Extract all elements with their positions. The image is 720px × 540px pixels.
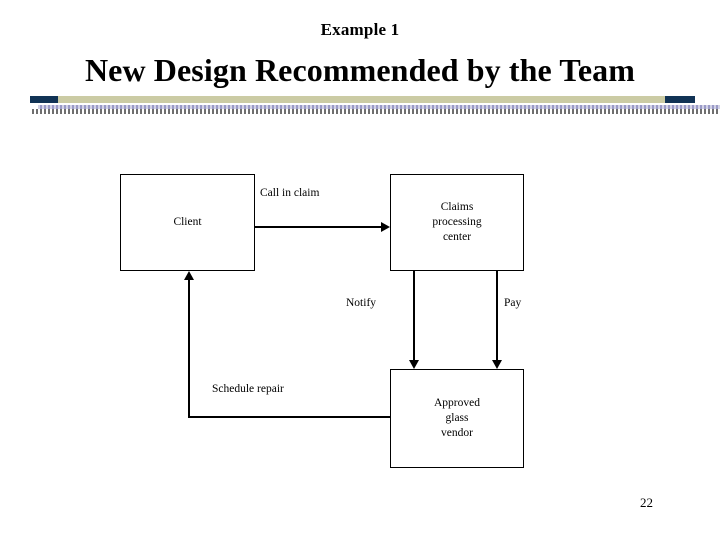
divider-band-dither — [30, 109, 720, 114]
flow-node-claims-label: Claims processing center — [432, 200, 481, 245]
edge-label-schedule-repair: Schedule repair — [212, 383, 284, 395]
slide-title: New Design Recommended by the Team — [84, 52, 636, 88]
arrowhead-right-icon — [381, 222, 390, 232]
arrowhead-down-icon — [409, 360, 419, 369]
flow-node-claims-label-line2: processing — [432, 216, 482, 228]
divider-cap-right — [665, 96, 695, 103]
edge-label-notify: Notify — [346, 297, 377, 309]
edge-label-call-in-claim: Call in claim — [260, 187, 320, 199]
divider-band-white — [30, 103, 720, 105]
flow-node-approved-glass-vendor: Approved glass vendor — [390, 369, 524, 468]
flow-node-client: Client — [120, 174, 255, 271]
slide-page-number: 22 — [640, 495, 653, 510]
flow-node-vendor-label-line2: glass — [445, 412, 469, 424]
arrowhead-down-icon — [492, 360, 502, 369]
edge-line-schedule-repair-horizontal — [188, 416, 390, 418]
header-divider-bar — [30, 96, 720, 114]
edge-label-pay: Pay — [504, 297, 522, 309]
edge-line-pay — [496, 271, 498, 363]
flow-node-vendor-label-line3: vendor — [441, 427, 473, 439]
edge-line-call-in-claim — [255, 226, 383, 228]
edge-line-schedule-repair-vertical — [188, 279, 190, 418]
flow-node-claims-label-line3: center — [442, 231, 472, 243]
flow-node-claims-processing-center: Claims processing center — [390, 174, 524, 271]
divider-band-khaki — [30, 96, 695, 103]
flow-node-vendor-label-line1: Approved — [434, 397, 480, 409]
flow-node-claims-label-line1: Claims — [440, 201, 474, 213]
slide-eyebrow: Example 1 — [320, 20, 400, 39]
flow-node-client-label: Client — [173, 216, 202, 228]
divider-band-lavender — [38, 105, 720, 109]
divider-cap-left — [30, 96, 58, 103]
flow-node-vendor-label: Approved glass vendor — [434, 396, 480, 441]
edge-line-notify — [413, 271, 415, 363]
arrowhead-up-icon — [184, 271, 194, 280]
